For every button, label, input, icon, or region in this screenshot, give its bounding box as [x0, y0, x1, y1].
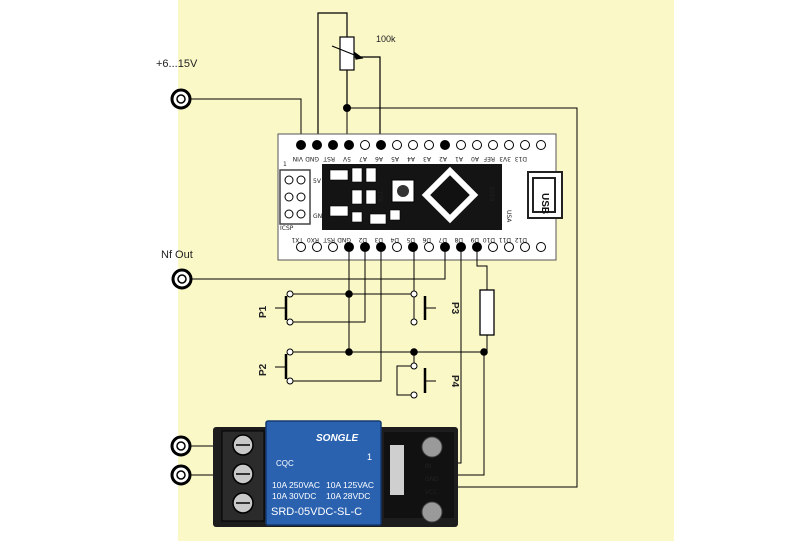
bottom-pin-label: D9 [470, 236, 479, 243]
power-label: +6...15V [156, 58, 198, 70]
top-pin-label: A2 [439, 155, 447, 162]
junction-dot [343, 104, 351, 112]
pot-value-label: 100k [376, 34, 396, 44]
potentiometer [317, 12, 381, 145]
bottom-pin-label: D2 [358, 236, 367, 243]
p3-label: P3 [449, 302, 460, 315]
p2-label: P2 [258, 363, 269, 376]
relay-pin-vcc: VCC [425, 489, 437, 496]
icsp-gnd-label: GND [313, 213, 327, 220]
bottom-pin-label: D3 [374, 236, 383, 243]
relay-num: 1 [367, 452, 372, 462]
bottom-pin-label: D4 [390, 236, 399, 243]
resistor [479, 289, 495, 336]
relay-out-terminal-2 [170, 464, 192, 486]
top-pin-label: D13 [515, 155, 527, 162]
relay-body [265, 420, 382, 526]
relay-pin-gnd: GND [425, 476, 439, 483]
top-pin-label: A7 [359, 155, 367, 162]
p4-label: P4 [449, 375, 460, 388]
top-pin-label: VIN [293, 155, 303, 162]
nf-out-label: Nf Out [161, 249, 193, 261]
usb-connector [527, 171, 563, 219]
bottom-pin-label: D5 [406, 236, 415, 243]
top-pin-label: 3V3 [499, 155, 511, 162]
bottom-pin-label: D6 [422, 236, 431, 243]
top-pin-label: 5V [342, 155, 351, 162]
top-pin-label: A3 [423, 155, 431, 162]
top-pin-label: A5 [391, 155, 399, 162]
relay-led-top [421, 436, 443, 458]
relay-line2-right: 10A 28VDC [326, 491, 370, 501]
nf-out-wire [191, 247, 446, 280]
relay-line2-left: 10A 30VDC [272, 491, 316, 501]
board-usa: USA [505, 210, 512, 223]
relay-model: SRD-05VDC-SL-C [271, 506, 362, 518]
board-year: 2009 [488, 186, 495, 201]
relay-pin-in: IN [425, 463, 431, 470]
icsp-5v-label: 5V [313, 178, 322, 185]
bottom-pin-label: D8 [454, 236, 463, 243]
screw-terminals [232, 434, 254, 514]
p1-label: P1 [258, 305, 269, 318]
smd-components [329, 167, 401, 225]
switch-p4 [410, 362, 436, 399]
top-pin-label: REF [483, 155, 495, 162]
arduino-nano-board: 1 ICSP 5V GND RST 2009 USA [277, 133, 563, 261]
top-pin-label: GND [305, 155, 319, 162]
top-pin-label: A4 [407, 155, 415, 162]
rst-button-label: RST [378, 190, 385, 202]
relay-line1-right: 10A 125VAC [326, 480, 374, 490]
bottom-pin-label: RST [323, 236, 335, 243]
top-pin-label: A6 [375, 155, 383, 162]
switch-p1 [275, 290, 294, 326]
top-header-pins [296, 140, 546, 150]
bottom-pin-label: GND [337, 236, 351, 243]
bottom-pin-label: D11 [499, 236, 511, 243]
relay-out-terminal-1 [170, 435, 192, 457]
bottom-pin-label: TX1 [291, 236, 304, 243]
power-wire [190, 98, 302, 145]
usb-label: USB [539, 193, 550, 214]
relay-line1-left: 10A 250VAC [272, 480, 320, 490]
relay-smd [390, 445, 404, 495]
reset-button [391, 179, 415, 203]
relay-cqc: CQC [276, 459, 294, 468]
icsp-header [279, 169, 311, 225]
bottom-pin-label: D12 [515, 236, 527, 243]
power-terminal [170, 88, 192, 110]
top-pin-label: RST [323, 155, 335, 162]
bottom-pin-label: D7 [438, 236, 447, 243]
switch-p3 [410, 290, 436, 326]
switch-p2 [275, 348, 294, 385]
top-pin-label: A0 [471, 155, 479, 162]
relay-brand: SONGLE [316, 433, 359, 444]
icsp-1-label: 1 [283, 161, 287, 168]
junction-dots [345, 290, 488, 356]
nf-out-terminal [171, 268, 193, 290]
top-pin-label: A1 [455, 155, 463, 162]
relay-led-bottom [421, 501, 443, 523]
icsp-label: ICSP [280, 225, 294, 232]
bottom-pin-label: RX0 [307, 236, 319, 243]
bottom-pin-label: D10 [483, 236, 495, 243]
bottom-header-pins [296, 242, 546, 252]
relay-module [213, 420, 458, 527]
